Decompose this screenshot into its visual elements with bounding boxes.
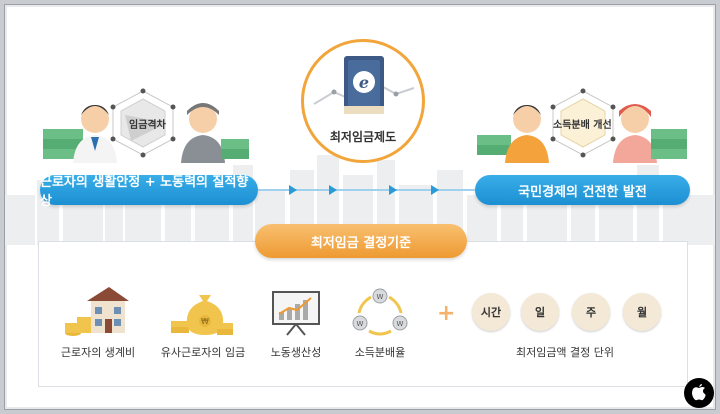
svg-text:W: W <box>397 320 404 328</box>
factor-label: 유사근로자의 임금 <box>160 346 246 359</box>
factor-label: 소득분배율 <box>354 346 406 359</box>
plus-icon: + <box>437 301 456 326</box>
arrow-right-icon <box>389 185 397 195</box>
minimum-wage-system-circle: e 최저임금제도 <box>301 39 425 163</box>
diagram-frame: 임금격차 소득분배 개선 e 최저임금제도 근로자의 생활안정 + 노동력의 질… <box>4 4 716 410</box>
criteria-title: 최저임금 결정기준 <box>255 224 467 258</box>
coin-cycle-icon: W W W <box>352 288 408 336</box>
chart-board-icon <box>272 291 320 336</box>
money-stack-icon <box>477 135 511 155</box>
unit-circle: 일 <box>521 293 559 331</box>
unit-circle: 월 <box>623 293 661 331</box>
svg-text:₩: ₩ <box>201 317 209 326</box>
svg-text:e: e <box>359 73 369 92</box>
hex-label-wage-gap: 임금격차 <box>129 120 166 131</box>
apple-logo-icon <box>684 378 714 408</box>
money-stack-icon <box>221 139 249 159</box>
unit-circle: 시간 <box>472 293 510 331</box>
money-stack-icon <box>43 129 83 159</box>
svg-text:W: W <box>357 320 364 328</box>
arrow-right-icon <box>431 185 439 195</box>
right-workers-illustration <box>477 88 687 163</box>
house-coins-icon <box>65 287 129 336</box>
money-bag-icon: ₩ <box>171 295 233 335</box>
hex-label-income-distribution: 소득분배 개선 <box>553 120 612 131</box>
bar-national-economy: 국민경제의 건전한 발전 <box>475 175 690 205</box>
unit-circle: 주 <box>572 293 610 331</box>
book-icon: e <box>313 56 415 114</box>
center-title: 최저임금제도 <box>329 130 397 144</box>
unit-caption: 최저임금액 결정 단위 <box>515 346 615 359</box>
factor-label: 근로자의 생계비 <box>60 346 136 359</box>
arrow-right-icon <box>329 185 337 195</box>
factor-label: 노동생산성 <box>270 346 322 359</box>
bar-worker-stability: 근로자의 생활안정 + 노동력의 질적향상 <box>40 175 258 209</box>
svg-text:W: W <box>377 293 384 301</box>
left-workers-illustration <box>43 88 249 163</box>
arrow-right-icon <box>289 185 297 195</box>
money-stack-icon <box>651 129 687 159</box>
